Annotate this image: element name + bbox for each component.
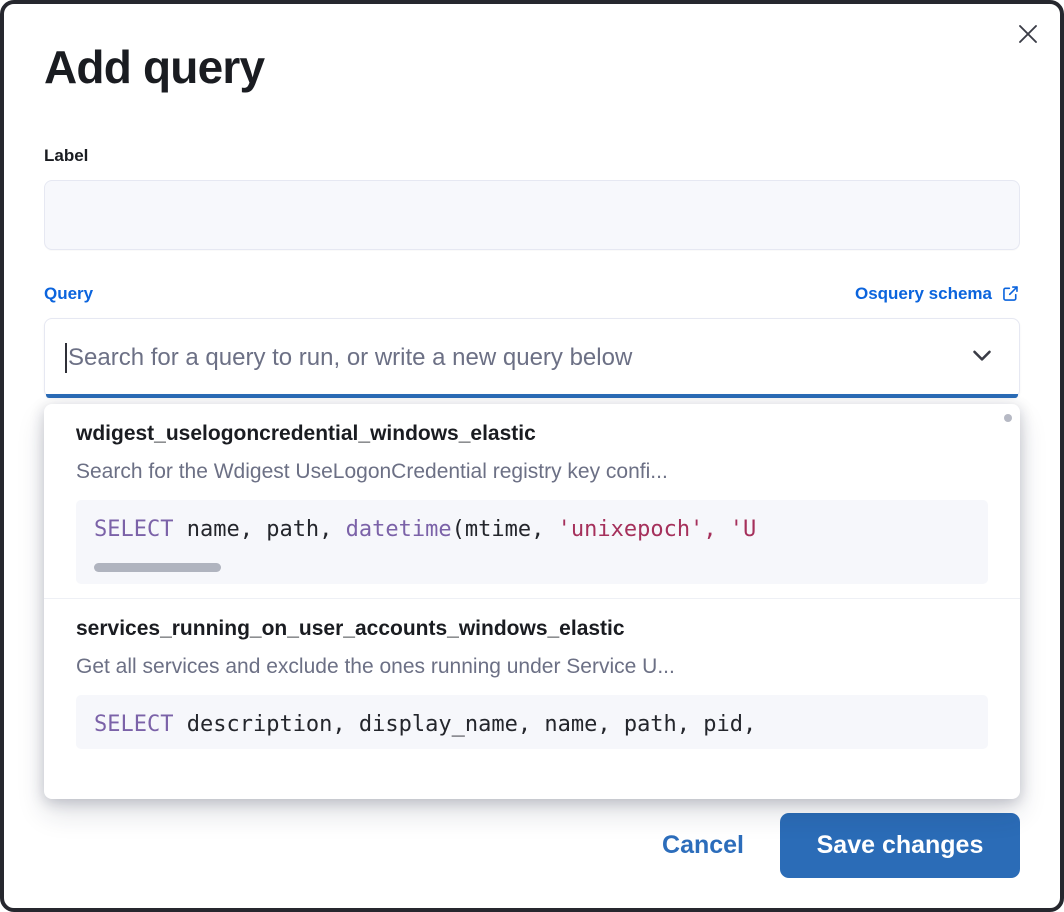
sql-text: (mtime,: [451, 516, 558, 542]
save-changes-button[interactable]: Save changes: [780, 813, 1020, 878]
suggestion-description: Get all services and exclude the ones ru…: [76, 655, 675, 679]
query-combobox-placeholder: Search for a query to run, or write a ne…: [68, 343, 633, 371]
query-combobox-wrapper: Search for a query to run, or write a ne…: [44, 317, 1020, 799]
external-link-icon: [1001, 284, 1020, 303]
page-title: Add query: [44, 41, 265, 93]
dropdown-scrollbar[interactable]: [1004, 413, 1012, 422]
close-icon: [1016, 22, 1040, 46]
osquery-schema-link[interactable]: Osquery schema: [855, 284, 1020, 304]
modal-body: Add query Label Query Osquery schema Sea…: [4, 4, 1060, 908]
list-item[interactable]: wdigest_uselogoncredential_windows_elast…: [44, 404, 1020, 600]
sql-string: 'unixepoch': [557, 516, 704, 542]
chevron-down-icon[interactable]: [967, 340, 997, 375]
sql-text: name, path,: [173, 516, 346, 542]
sql-keyword: SELECT: [94, 712, 174, 738]
sql-string-tail: , 'U: [703, 516, 757, 542]
suggestion-title: wdigest_uselogoncredential_windows_elast…: [76, 421, 536, 445]
close-icon-button[interactable]: [1008, 14, 1048, 54]
list-item[interactable]: services_running_on_user_accounts_window…: [44, 599, 1020, 763]
suggestion-title: services_running_on_user_accounts_window…: [76, 617, 625, 641]
osquery-schema-link-label: Osquery schema: [854, 283, 992, 303]
cancel-button[interactable]: Cancel: [656, 821, 750, 870]
suggestion-code-block: SELECT description, display_name, name, …: [76, 695, 988, 749]
sql-function: datetime: [345, 516, 452, 542]
suggestion-code-block: SELECT name, path, datetime(mtime, 'unix…: [76, 499, 988, 585]
modal-footer: Cancel Save changes: [44, 813, 1020, 878]
code-horizontal-scrollbar[interactable]: [94, 563, 221, 573]
text-caret: [65, 342, 67, 373]
query-label-row: Query Osquery schema: [44, 284, 1020, 304]
query-field-label: Query: [44, 283, 94, 303]
label-input[interactable]: [44, 179, 1020, 250]
query-combobox[interactable]: Search for a query to run, or write a ne…: [44, 317, 1020, 398]
suggestion-code-line: SELECT name, path, datetime(mtime, 'unix…: [76, 516, 988, 544]
suggestion-code-line: SELECT description, display_name, name, …: [76, 711, 988, 739]
query-suggestions-dropdown[interactable]: wdigest_uselogoncredential_windows_elast…: [44, 403, 1020, 799]
label-field-label: Label: [44, 145, 89, 165]
sql-keyword: SELECT: [94, 516, 174, 542]
sql-text: description, display_name, name, path, p…: [173, 712, 757, 738]
suggestion-description: Search for the Wdigest UseLogonCredentia…: [76, 459, 668, 483]
